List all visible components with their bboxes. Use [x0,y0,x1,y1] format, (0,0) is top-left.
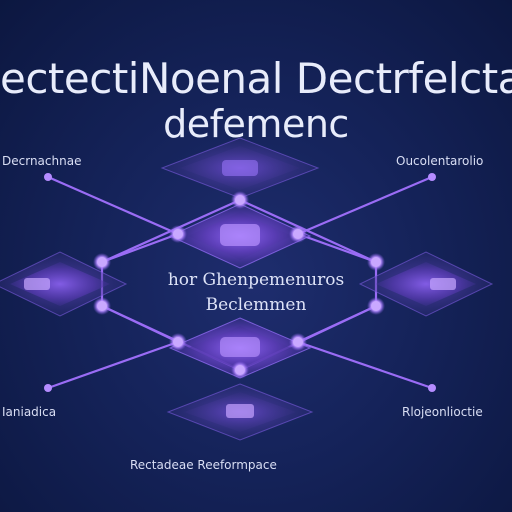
title-line-2: defemenc [163,102,349,146]
hexagon-lower-center [168,317,312,379]
hexagon-top [160,137,320,199]
label-top-right: Oucolentarolio [396,154,484,168]
node-upper-right-core [293,229,303,239]
label-top-left: Decrnachnae [2,154,82,168]
node-bottom-right-end [428,384,436,392]
connector-left-lower [100,304,180,344]
label-bottom-center: Rectadeae Reeformpace [130,458,277,472]
nodes [44,173,436,392]
connector-top-left-a [46,175,180,236]
node-upper-left-core [173,229,183,239]
label-bottom-left: Ianiadica [2,405,57,419]
center-label-line-2: Beclemmen [205,295,307,315]
center-label-line-1: hor Ghenpemenuros [167,270,345,290]
hexagon-bottom [166,383,314,441]
hexagon-left [0,251,128,317]
connector-mid-right [296,232,378,264]
node-left-upper-core [97,257,107,267]
connector-bottom-left-a [46,340,180,390]
connector-top-right-b [238,198,378,264]
node-top-center-core [235,195,245,205]
node-bottom-left-end [44,384,52,392]
connector-right-lower [296,304,378,344]
hexagon-upper-center [168,203,312,269]
node-bottom-center-core [235,365,245,375]
node-lower-left-core [173,337,183,347]
node-top-left-end [44,173,52,181]
node-right-lower-core [371,301,381,311]
hexagon-right [358,251,494,317]
node-left-lower-core [97,301,107,311]
node-top-right-end [428,173,436,181]
node-right-upper-core [371,257,381,267]
connector-mid-left [100,232,180,264]
label-bottom-right: Rlojeonlioctie [402,405,483,419]
node-lower-right-core [293,337,303,347]
title-line-1: ectectiNoenal Dectrfelctar [0,54,512,103]
connector-bottom-right-a [296,340,434,390]
connector-top-right-a [296,175,434,236]
